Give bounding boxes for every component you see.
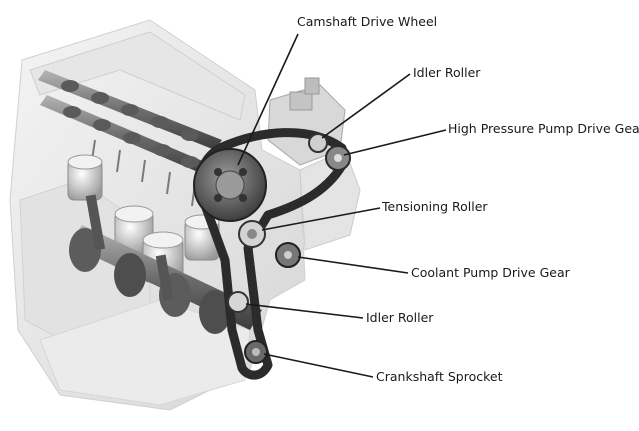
leader-idler-roller-upper — [321, 73, 411, 139]
label-high-pressure-pump-drive-gear: High Pressure Pump Drive Gear — [448, 121, 639, 136]
high-pressure-pump-drive-gear — [325, 145, 351, 171]
label-coolant-pump-drive-gear: Coolant Pump Drive Gear — [411, 265, 570, 280]
leader-idler-roller-lower — [245, 303, 364, 319]
crankshaft-sprocket — [244, 340, 268, 364]
crankshaft — [69, 194, 262, 334]
label-tensioning-roller: Tensioning Roller — [382, 199, 488, 214]
label-crankshaft-sprocket: Crankshaft Sprocket — [376, 369, 503, 384]
leader-lines — [237, 33, 447, 378]
tensioning-roller — [238, 220, 266, 248]
label-idler-roller-lower: Idler Roller — [366, 310, 434, 325]
idler-roller-lower — [227, 291, 249, 313]
leader-tensioning-roller — [261, 207, 381, 231]
leader-camshaft-drive-wheel — [237, 33, 299, 166]
label-idler-roller-upper: Idler Roller — [413, 65, 481, 80]
camshaft-drive-wheel — [193, 148, 267, 222]
camshafts — [38, 70, 222, 175]
leader-high-pressure-pump-drive-gear — [343, 129, 447, 156]
leader-coolant-pump-drive-gear — [297, 256, 409, 274]
leader-crankshaft-sprocket — [263, 353, 374, 378]
label-camshaft-drive-wheel: Camshaft Drive Wheel — [297, 14, 438, 29]
coolant-pump-drive-gear — [275, 242, 301, 268]
